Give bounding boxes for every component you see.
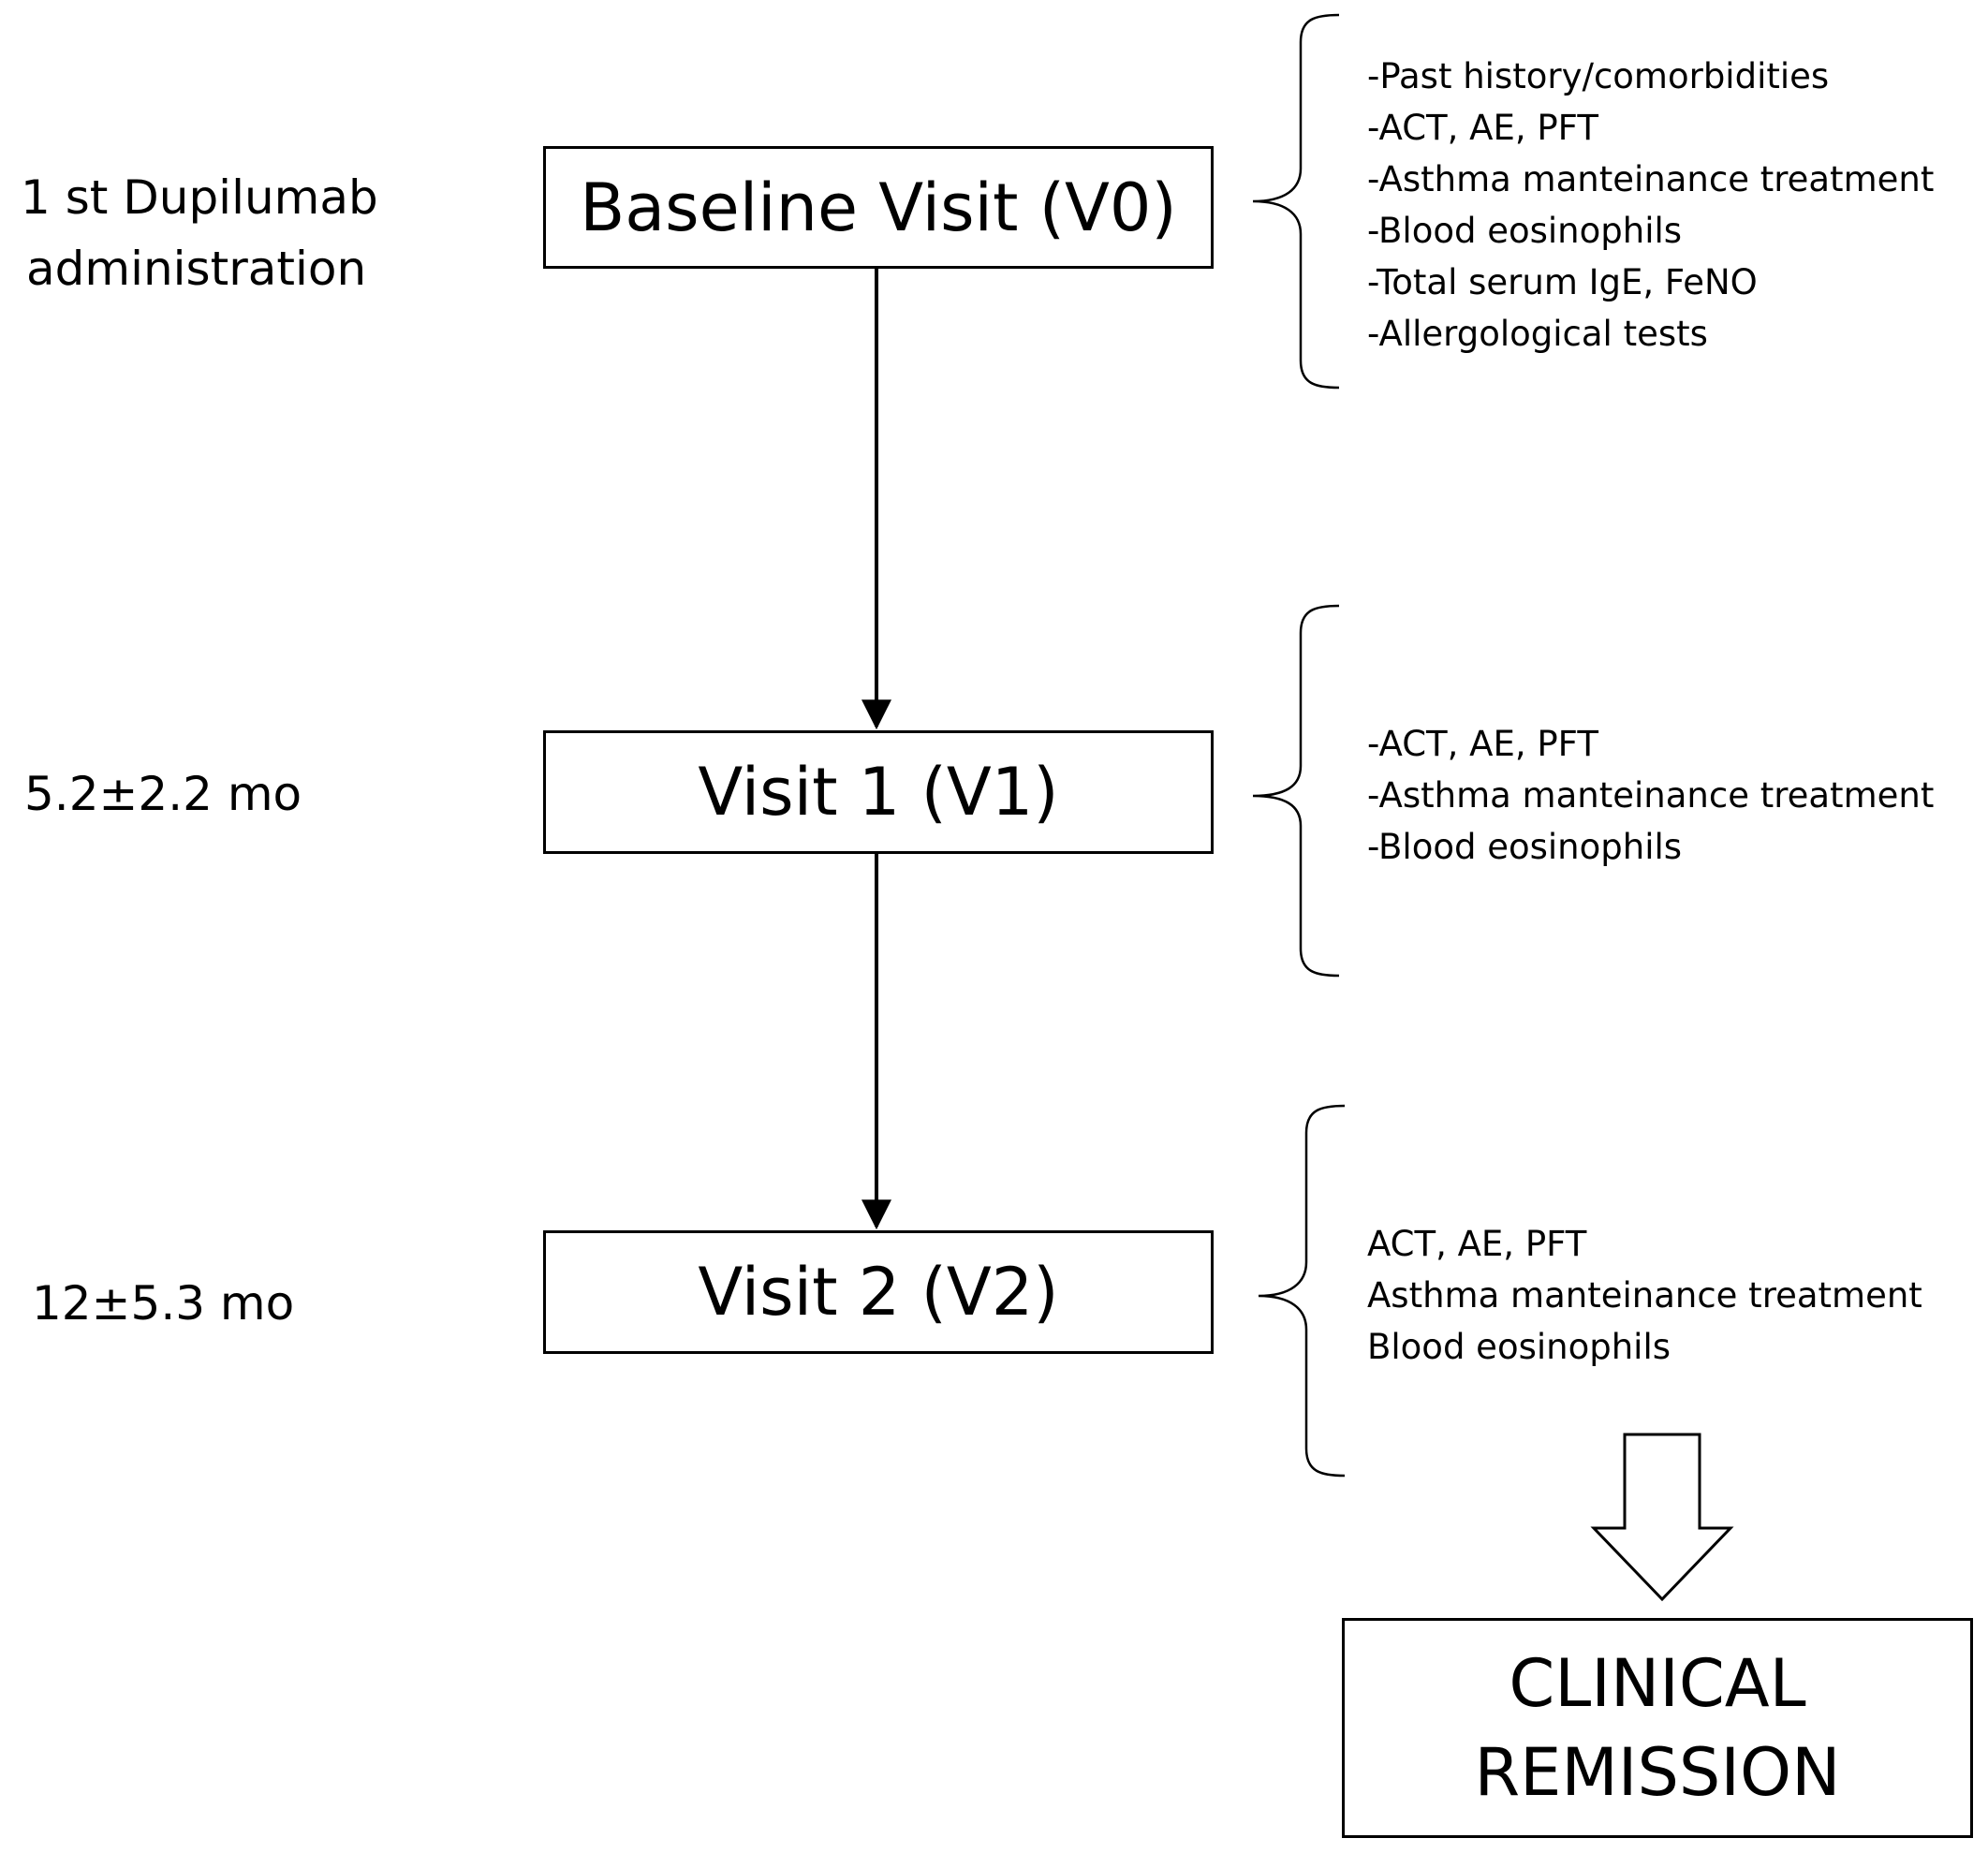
list-item: -ACT, AE, PFT: [1367, 724, 1598, 764]
list-item: -Asthma manteinance treatment: [1367, 775, 1935, 816]
visit-box-v2: Visit 2 (V2): [543, 1230, 1214, 1354]
timepoint-v1-label: 5.2±2.2 mo: [24, 767, 302, 821]
timepoint-baseline-line-2: administration: [26, 242, 367, 296]
assessment-list-v2: ACT, AE, PFT Asthma manteinance treatmen…: [1367, 1218, 1922, 1373]
timepoint-baseline-label: 1 st Dupilumab administration: [21, 162, 378, 304]
timepoint-v2-label: 12±5.3 mo: [32, 1276, 295, 1331]
remission-line-1: CLINICAL: [1509, 1644, 1806, 1722]
list-item: -Blood eosinophils: [1367, 827, 1683, 867]
timepoint-baseline-line-1: 1 st Dupilumab: [21, 170, 378, 225]
assessment-list-v1: -ACT, AE, PFT -Asthma manteinance treatm…: [1367, 718, 1934, 873]
list-item: -Allergological tests: [1367, 314, 1708, 354]
visit-box-v1: Visit 1 (V1): [543, 730, 1214, 854]
list-item: -Past history/comorbidities: [1367, 56, 1830, 96]
list-item: -Total serum IgE, FeNO: [1367, 262, 1758, 302]
clinical-remission-box: CLINICAL REMISSION: [1342, 1618, 1973, 1838]
brace-v0: [1252, 13, 1340, 390]
brace-v2: [1258, 1104, 1346, 1478]
list-item: Blood eosinophils: [1367, 1327, 1671, 1367]
brace-v1: [1252, 604, 1340, 978]
visit-box-v0: Baseline Visit (V0): [543, 146, 1214, 269]
list-item: -ACT, AE, PFT: [1367, 108, 1598, 148]
list-item: Asthma manteinance treatment: [1367, 1275, 1922, 1316]
list-item: -Blood eosinophils: [1367, 211, 1683, 251]
hollow-down-arrow: [1590, 1433, 1734, 1602]
assessment-list-v0: -Past history/comorbidities -ACT, AE, PF…: [1367, 51, 1934, 360]
list-item: -Asthma manteinance treatment: [1367, 159, 1935, 199]
remission-line-2: REMISSION: [1474, 1733, 1841, 1811]
list-item: ACT, AE, PFT: [1367, 1224, 1587, 1264]
